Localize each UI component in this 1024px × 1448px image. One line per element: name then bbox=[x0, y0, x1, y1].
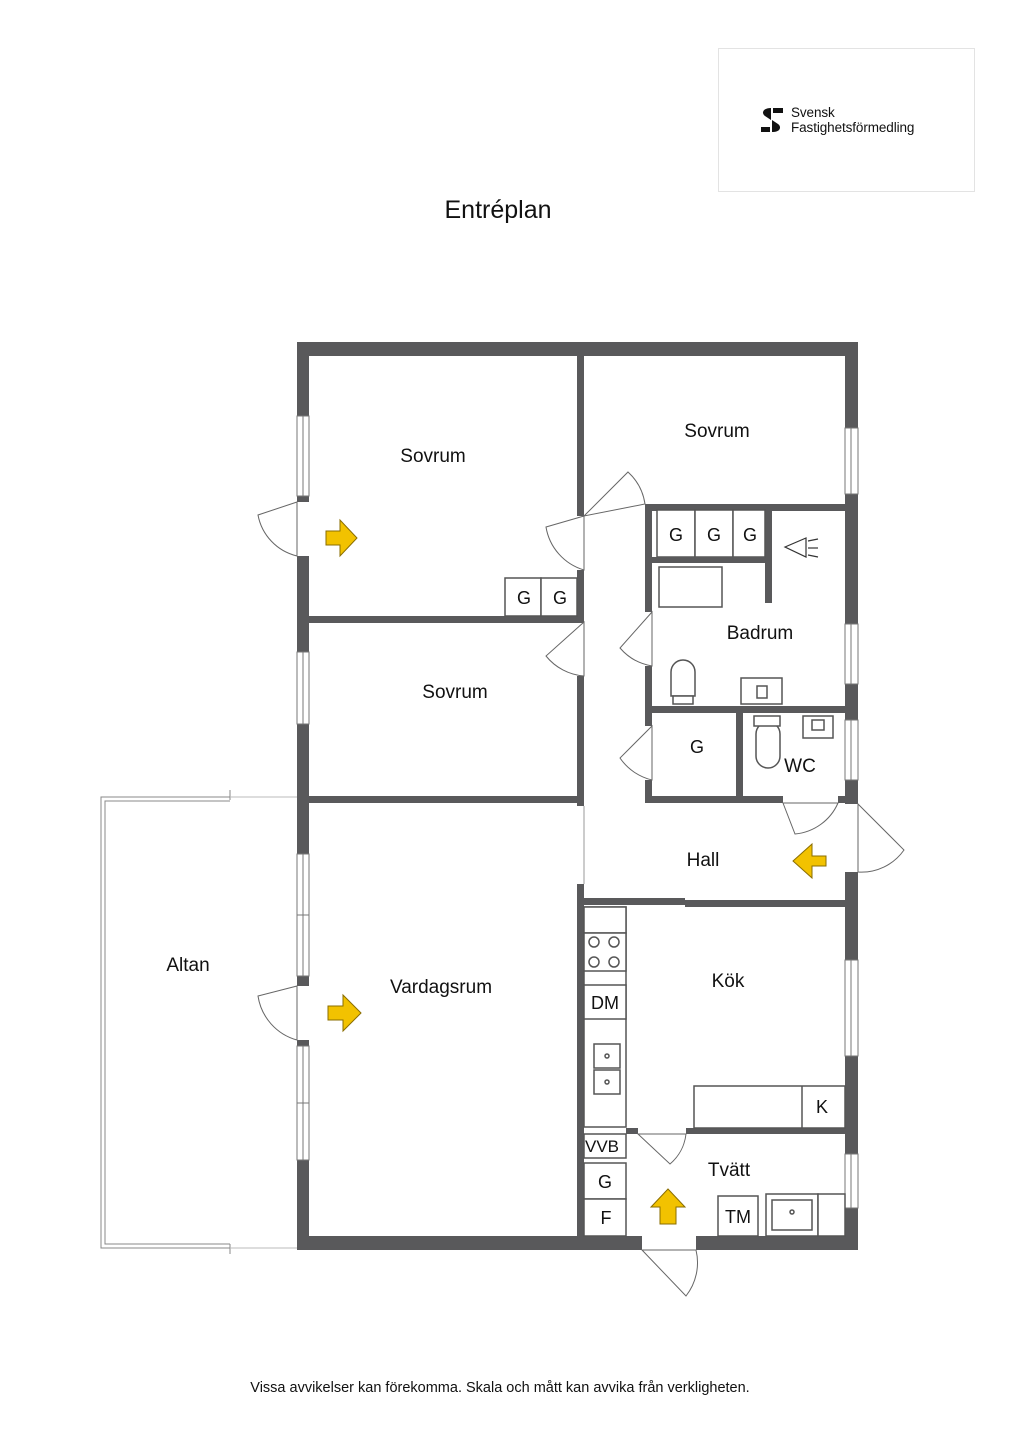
label-g-2: G bbox=[553, 588, 567, 608]
label-dm: DM bbox=[591, 993, 619, 1013]
label-badrum: Badrum bbox=[727, 623, 794, 644]
interior-walls bbox=[309, 356, 845, 1250]
sf-logo-icon bbox=[761, 108, 783, 132]
arrow-icon-tvatt bbox=[649, 1188, 687, 1225]
room-labels: Sovrum Sovrum Sovrum Badrum WC Hall Kök … bbox=[166, 421, 815, 1181]
logo-text: Svensk Fastighetsförmedling bbox=[791, 105, 914, 135]
fixture-labels: G G G G G G G DM K VVB F TM bbox=[517, 525, 828, 1228]
kitchen-fixtures bbox=[583, 906, 846, 1129]
arrow-icon-vardagsrum bbox=[327, 993, 362, 1033]
label-vvb: VVB bbox=[585, 1137, 619, 1156]
label-tvatt: Tvätt bbox=[708, 1160, 751, 1181]
label-vardagsrum: Vardagsrum bbox=[390, 977, 492, 998]
label-g-6: G bbox=[690, 737, 704, 757]
exterior-walls bbox=[297, 342, 858, 1250]
arrow-icon-sovrum bbox=[325, 518, 358, 558]
label-sovrum-2: Sovrum bbox=[684, 421, 749, 442]
label-g-4: G bbox=[707, 525, 721, 545]
altan-outline bbox=[100, 790, 297, 1254]
logo-box: Svensk Fastighetsförmedling bbox=[718, 48, 975, 192]
disclaimer-footer: Vissa avvikelser kan förekomma. Skala oc… bbox=[250, 1380, 750, 1396]
page-title: Entréplan bbox=[444, 196, 552, 224]
label-g-3: G bbox=[669, 525, 683, 545]
doors bbox=[257, 471, 905, 1297]
label-kok: Kök bbox=[712, 971, 745, 992]
laundry-fixtures bbox=[583, 1133, 846, 1237]
label-tm: TM bbox=[725, 1207, 751, 1227]
label-g-5: G bbox=[743, 525, 757, 545]
label-hall: Hall bbox=[687, 850, 720, 871]
label-f: F bbox=[601, 1208, 612, 1228]
label-g-1: G bbox=[517, 588, 531, 608]
logo-line-2: Fastighetsförmedling bbox=[791, 120, 915, 135]
label-altan: Altan bbox=[166, 955, 209, 976]
logo-line-1: Svensk bbox=[791, 105, 835, 120]
label-wc: WC bbox=[784, 756, 816, 777]
shower-icon bbox=[783, 537, 819, 558]
closets bbox=[504, 509, 766, 617]
label-sovrum-3: Sovrum bbox=[422, 682, 487, 703]
bathroom-fixtures bbox=[658, 566, 834, 769]
label-g-7: G bbox=[598, 1172, 612, 1192]
label-sovrum-1: Sovrum bbox=[400, 446, 465, 467]
entrance-arrows bbox=[325, 518, 827, 1225]
windows bbox=[296, 415, 859, 1209]
arrow-icon-hall bbox=[792, 842, 827, 880]
label-k: K bbox=[816, 1097, 828, 1117]
